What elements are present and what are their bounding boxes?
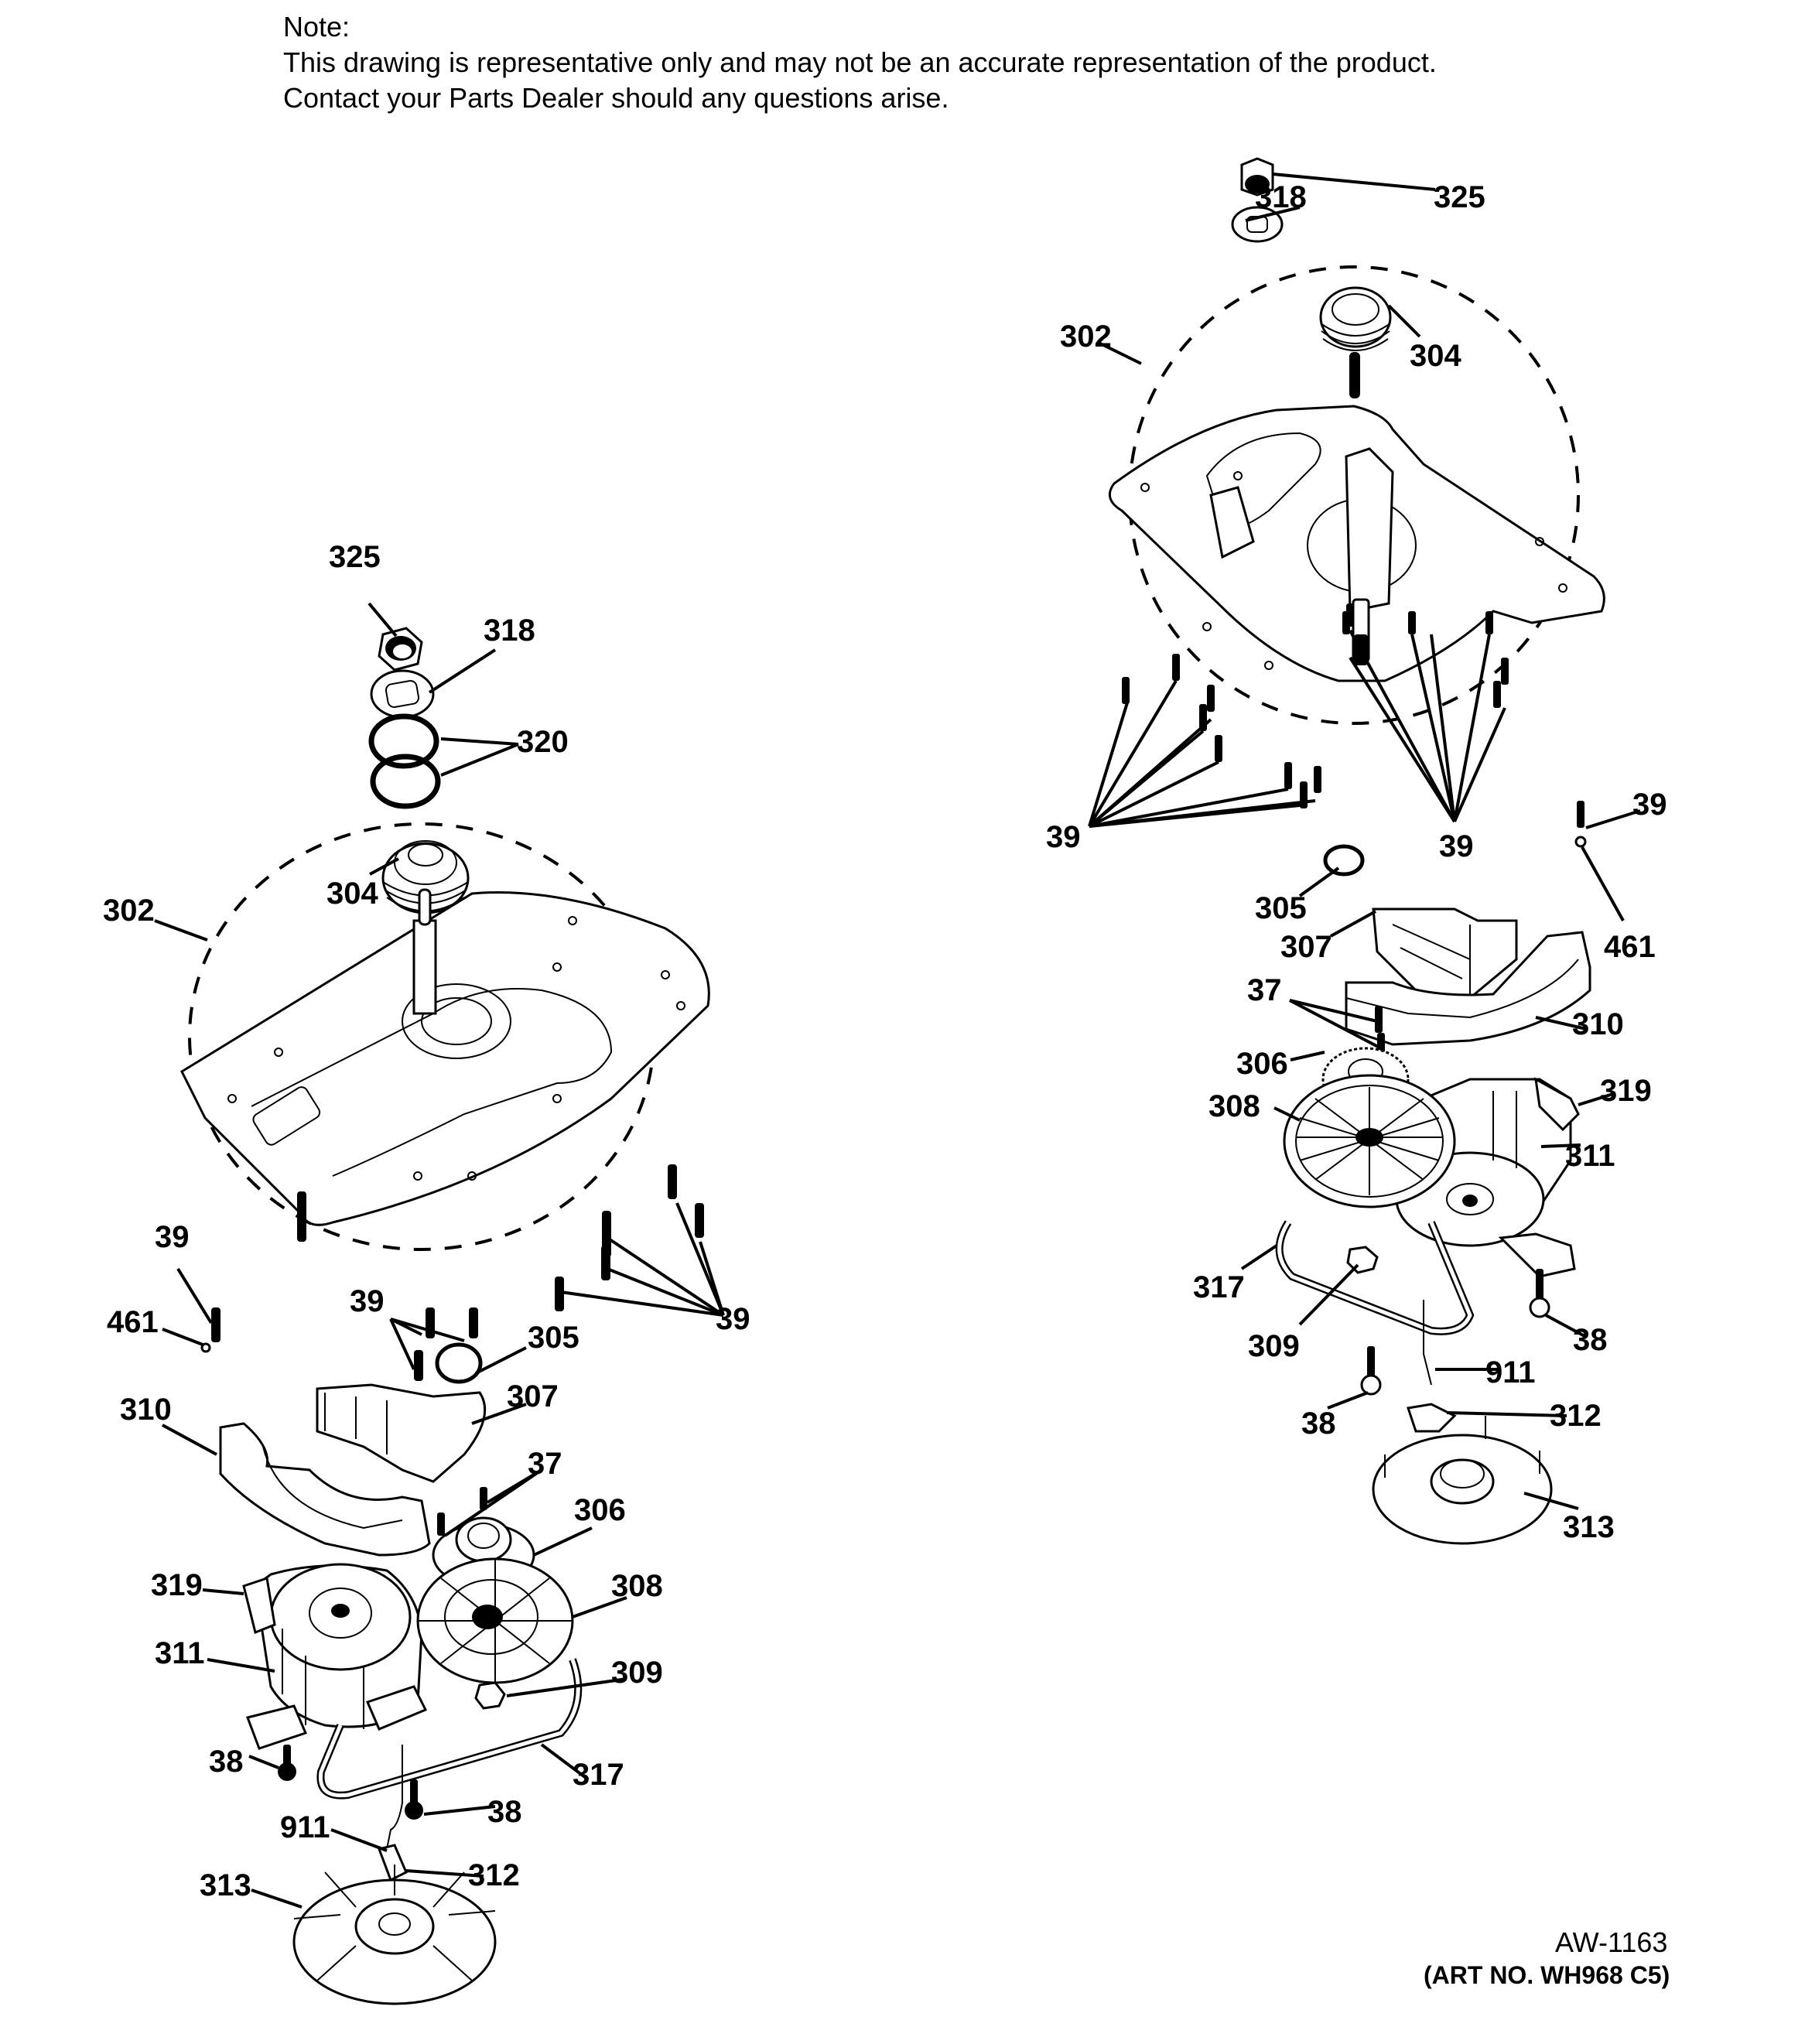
left-label-307: 307 — [507, 1379, 559, 1413]
right-label-304: 304 — [1410, 339, 1461, 373]
left-label-306: 306 — [574, 1493, 626, 1527]
right-label-325: 325 — [1434, 180, 1485, 214]
left-screws-37 — [437, 1487, 487, 1536]
left-label-319: 319 — [151, 1568, 203, 1602]
left-mount-plate-302 — [180, 888, 710, 1226]
left-pulley-308 — [416, 1557, 574, 1684]
left-label-311: 311 — [155, 1636, 205, 1670]
art-number: (ART NO. WH968 C5) — [1424, 1961, 1670, 1989]
right-label-313: 313 — [1563, 1510, 1615, 1544]
right-label-319: 319 — [1600, 1074, 1652, 1108]
right-label-38-a: 38 — [1573, 1323, 1608, 1357]
left-label-309: 309 — [611, 1656, 663, 1690]
right-label-911: 911 — [1485, 1355, 1536, 1389]
right-shaft — [1349, 352, 1360, 398]
left-screws-39 — [200, 1164, 704, 1381]
right-shifter-307 — [1372, 907, 1518, 1000]
left-label-310: 310 — [120, 1393, 172, 1427]
left-leader-lines — [154, 602, 725, 1909]
left-label-37: 37 — [528, 1447, 562, 1481]
right-screws-39 — [1122, 603, 1587, 848]
right-spring-305 — [1323, 844, 1365, 877]
right-fan-313 — [1372, 1416, 1553, 1545]
right-label-312: 312 — [1550, 1399, 1602, 1433]
right-label-311: 311 — [1565, 1139, 1615, 1173]
left-label-38-b: 38 — [487, 1795, 522, 1829]
left-label-461: 461 — [107, 1305, 159, 1339]
disclaimer-note: Note: This drawing is representative onl… — [283, 9, 1437, 116]
left-assembly: 325 318 320 304 302 39 461 39 305 39 307… — [103, 540, 750, 2005]
left-fan-313 — [292, 1865, 497, 2005]
left-label-313: 313 — [200, 1868, 251, 1902]
left-motor-311 — [246, 1563, 428, 1750]
note-line-2: Contact your Parts Dealer should any que… — [283, 82, 949, 114]
left-label-320: 320 — [517, 725, 569, 759]
right-nut-325 — [1240, 157, 1274, 197]
left-label-38-a: 38 — [209, 1745, 244, 1779]
left-spring-305 — [435, 1342, 483, 1384]
left-nut-309 — [474, 1681, 506, 1710]
right-switch-312 — [1407, 1403, 1457, 1433]
right-seal-304 — [1319, 286, 1392, 351]
left-label-312: 312 — [468, 1858, 520, 1892]
left-seal-304 — [381, 840, 470, 914]
right-label-37: 37 — [1247, 973, 1282, 1007]
right-sub-assembly-outline — [1128, 265, 1580, 725]
left-cover-310 — [219, 1422, 431, 1557]
note-line-1: This drawing is representative only and … — [283, 46, 1437, 78]
right-leader-lines — [1088, 173, 1641, 1510]
right-label-39-a: 39 — [1046, 820, 1081, 854]
right-cover-310 — [1345, 931, 1591, 1046]
right-label-306: 306 — [1236, 1047, 1288, 1081]
right-harness-911 — [1423, 1300, 1432, 1386]
left-shifter-307 — [316, 1383, 487, 1483]
right-label-308: 308 — [1208, 1089, 1260, 1123]
right-label-305: 305 — [1255, 891, 1307, 925]
left-label-304: 304 — [326, 877, 378, 911]
note-heading: Note: — [283, 11, 350, 43]
left-harness-911 — [386, 1745, 403, 1850]
left-label-302: 302 — [103, 894, 155, 928]
left-label-305: 305 — [528, 1321, 579, 1355]
right-assembly: 318 325 302 304 39 39 39 461 305 307 37 … — [1046, 157, 1667, 1545]
left-label-317: 317 — [573, 1758, 624, 1792]
left-label-325: 325 — [329, 540, 381, 574]
right-label-310: 310 — [1572, 1007, 1624, 1041]
drawing-code: AW-1163 — [1555, 1926, 1668, 1958]
right-label-318: 318 — [1255, 180, 1307, 214]
right-label-307: 307 — [1280, 930, 1332, 964]
right-label-38-b: 38 — [1301, 1407, 1336, 1441]
right-label-302: 302 — [1060, 320, 1112, 354]
left-rings-320 — [368, 713, 441, 809]
left-label-39-a: 39 — [155, 1220, 190, 1254]
right-label-461: 461 — [1604, 930, 1656, 964]
right-bolts-38 — [1360, 1232, 1576, 1396]
right-bracket-319 — [1534, 1077, 1580, 1132]
left-nut-325 — [378, 627, 423, 672]
left-label-39-b: 39 — [350, 1284, 385, 1318]
left-bolts-38 — [278, 1745, 423, 1820]
right-label-317: 317 — [1193, 1270, 1245, 1304]
right-label-39-c: 39 — [1632, 788, 1667, 822]
right-label-309: 309 — [1248, 1329, 1300, 1363]
right-pulley-308 — [1283, 1074, 1456, 1208]
left-label-318: 318 — [484, 614, 535, 648]
left-label-308: 308 — [611, 1569, 663, 1603]
right-label-39-b: 39 — [1439, 829, 1474, 863]
left-washer-318 — [370, 669, 435, 719]
left-bracket-319 — [242, 1577, 276, 1635]
left-label-39-c: 39 — [716, 1302, 750, 1336]
right-mount-plate-302 — [1108, 405, 1605, 682]
left-label-911: 911 — [280, 1810, 330, 1844]
